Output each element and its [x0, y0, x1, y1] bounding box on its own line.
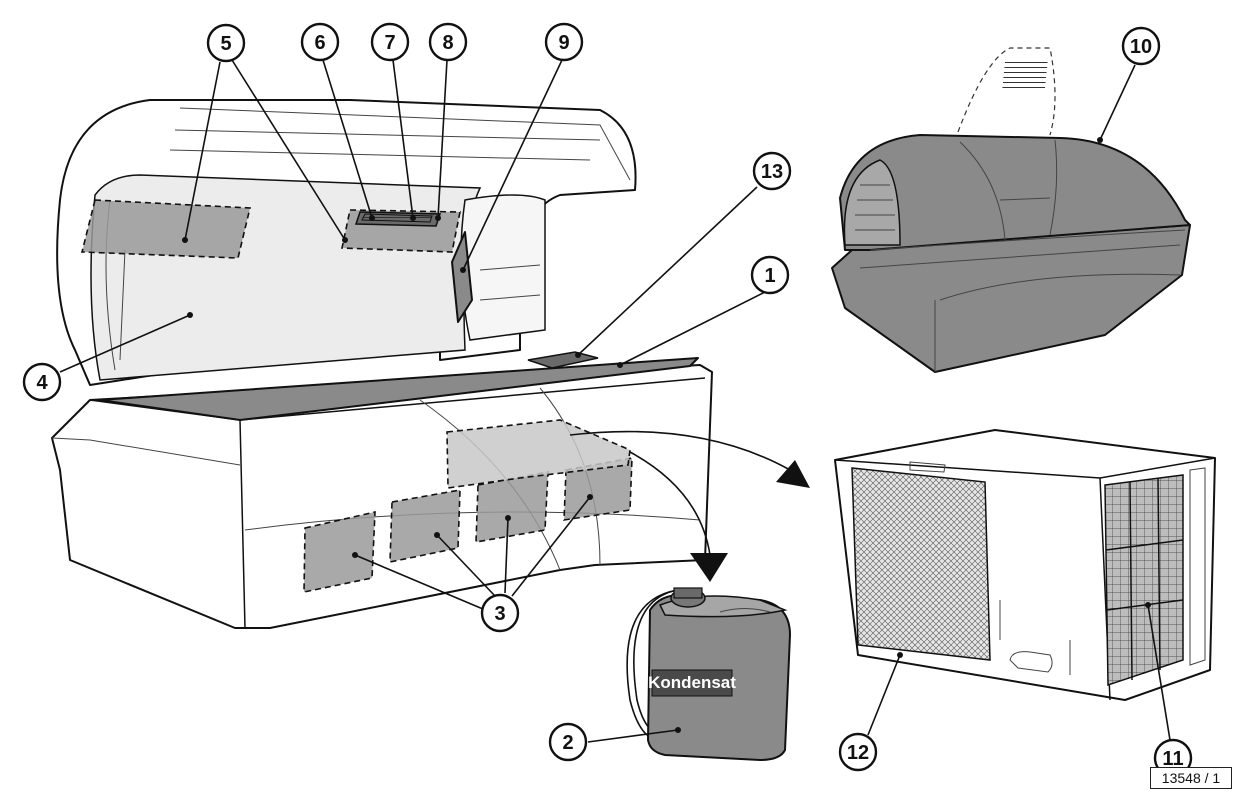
acrylic-bed [99, 357, 699, 421]
callouts: 1 2 3 4 5 6 7 8 [22, 22, 1193, 778]
svg-text:7: 7 [384, 32, 395, 54]
callout-5: 5 [206, 23, 246, 63]
arrow-to-canister [690, 553, 728, 582]
zone-9-side-panel [451, 231, 473, 323]
callout-4: 4 [22, 362, 62, 402]
svg-text:9: 9 [558, 32, 569, 54]
svg-text:4: 4 [36, 372, 48, 394]
canister-label: Kondensat [648, 673, 736, 692]
flow-arrows [569, 430, 810, 582]
svg-text:2: 2 [562, 732, 573, 754]
callout-8: 8 [428, 22, 468, 62]
callout-2: 2 [548, 722, 588, 762]
svg-text:11: 11 [1162, 748, 1183, 770]
svg-text:8: 8 [442, 32, 453, 54]
svg-text:12: 12 [847, 742, 869, 764]
leader-lines [59, 59, 1171, 743]
svg-text:6: 6 [314, 32, 325, 54]
callout-6: 6 [300, 22, 340, 62]
callout-12: 12 [838, 732, 878, 772]
callout-1: 1 [750, 255, 790, 295]
closed-sunbed [831, 47, 1191, 373]
arrow-to-climate-unit [776, 460, 810, 488]
canister-label-box [651, 669, 733, 697]
callout-7: 7 [370, 22, 410, 62]
callout-9: 9 [544, 22, 584, 62]
filter-12 [851, 467, 991, 661]
filter-11 [1104, 474, 1184, 687]
svg-text:5: 5 [220, 33, 231, 55]
svg-text:13: 13 [761, 161, 783, 183]
open-sunbed [51, 99, 713, 629]
zone-3-b [389, 489, 461, 563]
svg-text:10: 10 [1130, 36, 1152, 58]
callout-3: 3 [480, 593, 520, 633]
climate-unit [834, 429, 1216, 701]
zone-3-c [475, 471, 549, 543]
svg-text:1: 1 [764, 265, 775, 287]
zone-5-left [80, 199, 252, 259]
closed-sunbed-canopy [839, 134, 1191, 251]
zone-3-a [303, 510, 376, 593]
climate-zone [446, 419, 631, 489]
figure-reference: 13548 / 1 [1150, 767, 1232, 789]
callout-13: 13 [752, 151, 792, 191]
callout-10: 10 [1121, 26, 1161, 66]
svg-text:3: 3 [494, 603, 505, 625]
condensate-canister: Kondensat [626, 587, 791, 761]
